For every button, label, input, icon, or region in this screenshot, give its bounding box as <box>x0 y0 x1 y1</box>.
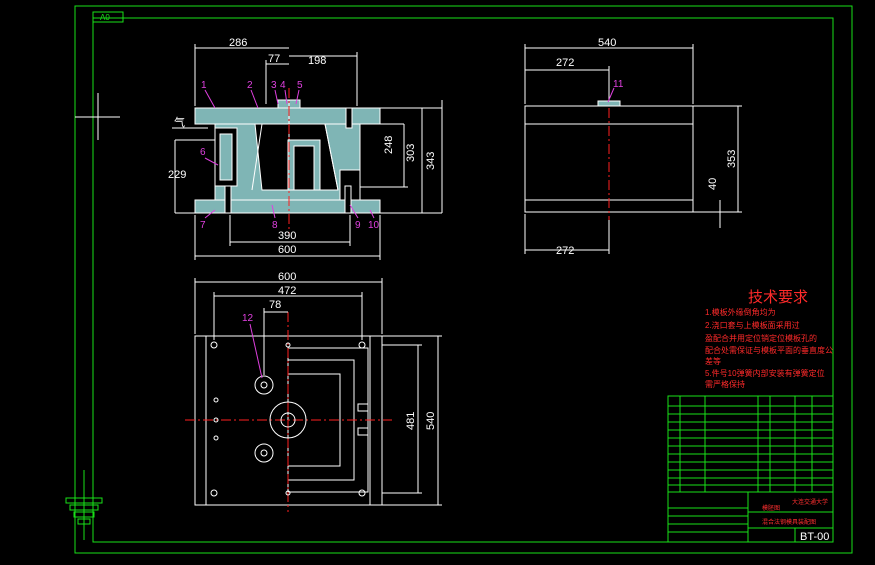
part-12-leader <box>249 323 263 379</box>
part-label-11: 11 <box>613 79 624 90</box>
part-label-10: 10 <box>368 220 380 231</box>
note-line-2: 2.浇口套与上模板面采用过 <box>705 320 800 330</box>
note-line-4: 配合处需保证与模板平面的垂直度公 <box>705 345 833 355</box>
guide-pin-bottom-inner <box>260 449 268 457</box>
gas-inlet-label: 气 <box>174 115 185 129</box>
note-line-7: 需严格保持 <box>705 379 745 389</box>
title-block <box>667 491 834 543</box>
angled-guide-right <box>324 123 339 191</box>
side-sprue <box>597 100 621 107</box>
dim-600-front: 600 <box>278 244 296 256</box>
technical-requirements: 技术要求 1.模板外缘倒角均为 2.浇口套与上模板面采用过 盈配合并用定位销定位… <box>705 289 833 389</box>
top-right-pin <box>345 107 353 129</box>
angled-guide-left <box>251 123 263 191</box>
guide-pin-top-inner <box>260 381 268 389</box>
plan-dim-481: 481 <box>405 412 417 430</box>
outer-sheet-border <box>74 5 853 554</box>
part-label-7: 7 <box>200 220 206 231</box>
note-line-1: 1.模板外缘倒角均为 <box>705 307 776 317</box>
sheet-size-label: A0 <box>100 13 110 22</box>
dim-248: 248 <box>383 136 395 154</box>
side-dim-540: 540 <box>598 37 616 49</box>
dim-229: 229 <box>168 169 186 181</box>
left-slide <box>219 133 233 181</box>
core-hole <box>293 145 315 191</box>
front-section-view: 气 286 77 19 <box>168 37 443 260</box>
parts-list <box>667 395 834 493</box>
crosshair-cursor-icon <box>75 93 120 140</box>
title-drawing-number: BT-00 <box>800 531 829 543</box>
side-dim-40: 40 <box>707 178 719 190</box>
dim-77: 77 <box>268 53 280 65</box>
part-label-8: 8 <box>272 220 278 231</box>
sprue-circle-inner <box>280 412 296 428</box>
guide-pin-bottom <box>254 443 274 463</box>
part-label-12: 12 <box>242 313 254 324</box>
title-subtitle: 混合法钢模具装配图 <box>762 518 816 526</box>
plan-dim-540: 540 <box>425 412 437 430</box>
side-dim-353: 353 <box>726 150 738 168</box>
plan-dim-472: 472 <box>278 285 296 297</box>
part-label-4: 4 <box>280 80 286 91</box>
note-line-3: 盈配合并用定位销定位模板孔的 <box>705 333 817 343</box>
part-label-3: 3 <box>271 80 277 91</box>
ucs-axis-icon <box>65 470 103 540</box>
part-label-5: 5 <box>297 80 303 91</box>
bottom-clamp-plate <box>194 199 381 214</box>
part-label-6: 6 <box>200 147 206 158</box>
sprue-circle-outer <box>269 401 307 439</box>
plan-view: 600 472 78 481 540 12 <box>185 271 442 512</box>
side-view: 540 272 272 353 40 11 <box>524 37 742 257</box>
note-line-5: 差等 <box>705 356 721 366</box>
plan-dim-600: 600 <box>278 271 296 283</box>
dim-303: 303 <box>405 144 417 162</box>
size-label-box <box>92 11 124 23</box>
dim-198: 198 <box>308 55 326 67</box>
part-label-1: 1 <box>201 80 207 91</box>
dim-343: 343 <box>425 152 437 170</box>
dim-286: 286 <box>229 37 247 49</box>
guide-pin-top <box>254 375 274 395</box>
notes-title: 技术要求 <box>748 289 808 306</box>
inner-drawing-frame <box>92 17 834 543</box>
part-label-9: 9 <box>355 220 361 231</box>
dim-390: 390 <box>278 230 296 242</box>
plan-dim-78: 78 <box>269 299 281 311</box>
title-school: 大连交通大学 <box>792 498 828 506</box>
part-label-2: 2 <box>247 80 253 91</box>
bolt-right <box>344 185 352 214</box>
bolt-left <box>224 185 232 214</box>
note-line-6: 5.件号10弹簧内部安装有弹簧定位 <box>705 368 825 378</box>
side-dim-272-bottom: 272 <box>556 245 574 257</box>
part-11-leader <box>607 87 615 103</box>
side-dim-272-top: 272 <box>556 57 574 69</box>
title-drawing-name: 模胚图 <box>762 504 780 512</box>
